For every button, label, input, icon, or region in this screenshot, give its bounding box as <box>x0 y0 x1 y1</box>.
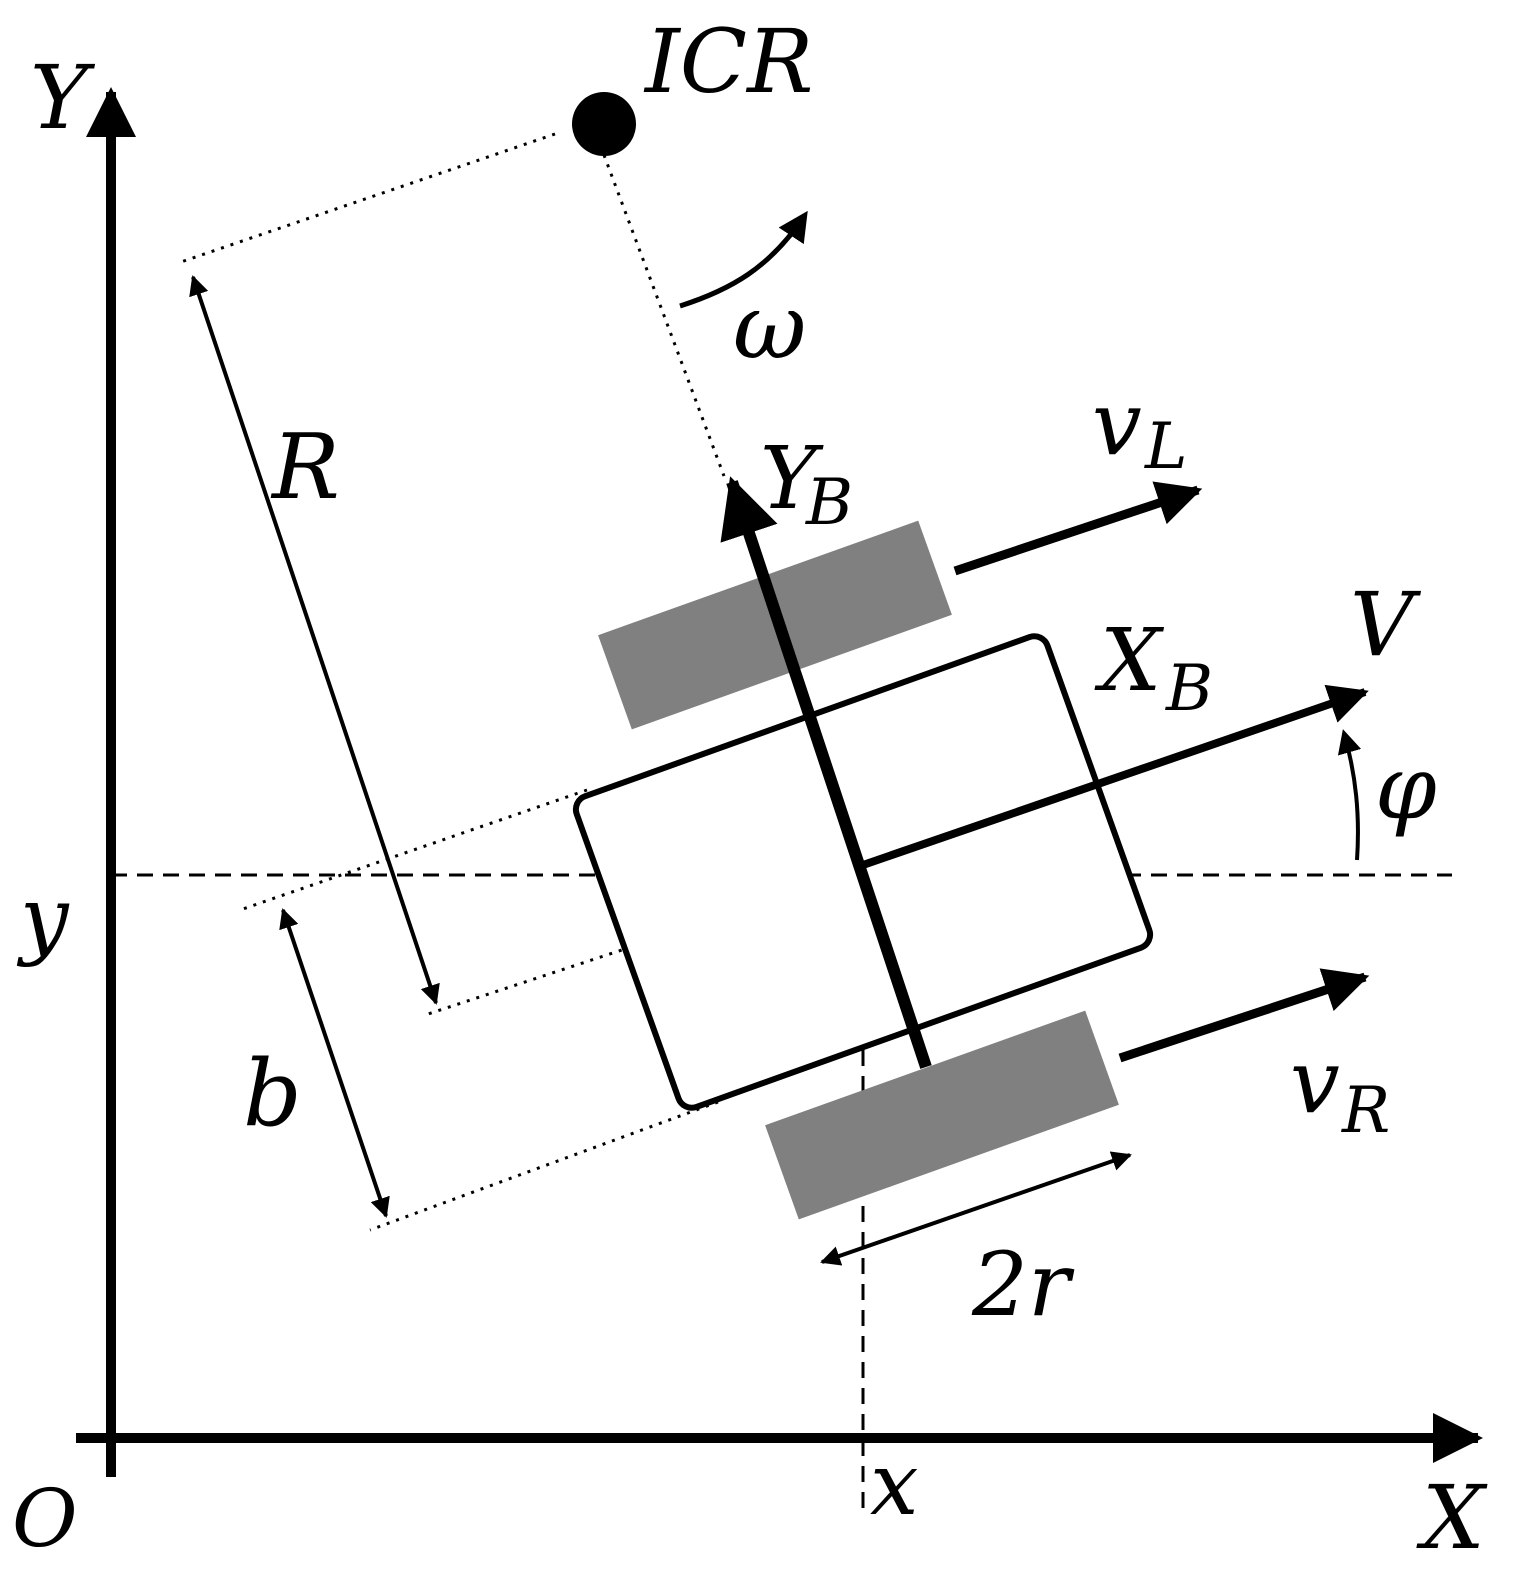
wheel-diameter-label: 2r <box>971 1233 1075 1336</box>
icr-point <box>572 92 636 156</box>
radius-dimension-arrow <box>189 275 440 1005</box>
body-x-axis-subscript: B <box>1165 652 1213 726</box>
body-y-axis <box>720 476 932 1069</box>
wheel-diameter-dimension-arrow <box>820 1151 1132 1266</box>
body-x-axis <box>861 684 1369 869</box>
heading-angle-arrow <box>1337 729 1362 861</box>
track-width-label: b <box>243 1040 302 1147</box>
body-x-axis-label: X <box>1094 611 1165 711</box>
body-y-axis-label: Y <box>760 429 824 529</box>
y-coordinate-label: y <box>16 869 70 969</box>
origin-label: O <box>12 1472 78 1565</box>
right-wheel-velocity-subscript: R <box>1341 1074 1390 1148</box>
left-wheel-velocity-label: v <box>1092 372 1142 475</box>
x-coordinate-label: x <box>870 1435 919 1535</box>
right-wheel-velocity-label: v <box>1290 1030 1340 1133</box>
x-axis-label: X <box>1416 1466 1488 1569</box>
left-wheel-velocity-subscript: L <box>1144 410 1188 484</box>
velocity-label: V <box>1350 573 1422 676</box>
heading-angle-label: φ <box>1375 736 1437 839</box>
radius-label: R <box>270 415 340 520</box>
track-width-dimension-arrow <box>279 908 390 1218</box>
body-y-axis-subscript: B <box>805 466 853 540</box>
icr-label: ICR <box>643 10 813 113</box>
omega-label: ω <box>733 275 806 380</box>
right-wheel-velocity-arrow <box>1118 968 1370 1063</box>
left-wheel-velocity-arrow <box>953 481 1203 576</box>
omega-arrow <box>679 210 808 309</box>
y-axis-label: Y <box>30 46 96 149</box>
